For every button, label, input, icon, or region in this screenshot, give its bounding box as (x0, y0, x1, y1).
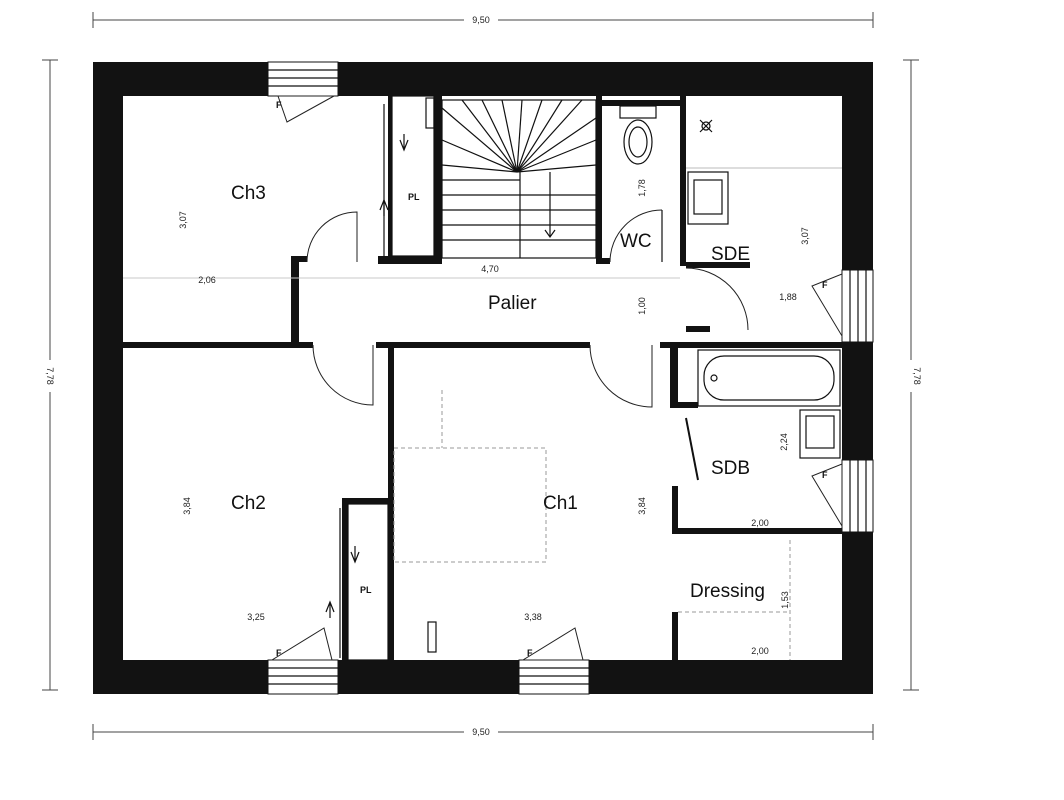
window-f-sdb: F (822, 470, 828, 480)
closet-label-bottom: PL (360, 585, 372, 595)
interior-walls (123, 96, 842, 660)
room-label-wc: WC (620, 231, 652, 252)
dim-ch1-height: 3,84 (637, 497, 647, 515)
window-f-ch3: F (276, 100, 282, 110)
overall-width-bottom-label: 9,50 (472, 727, 490, 737)
room-label-ch1: Ch1 (543, 493, 578, 514)
overall-width-top-label: 9,50 (472, 15, 490, 25)
exterior-walls (93, 62, 873, 694)
room-dimensions: 3,07 2,06 4,70 1,00 1,78 3,07 1,88 3,84 … (123, 179, 810, 656)
overall-height-right-label: 7,78 (912, 367, 922, 385)
fixtures (393, 105, 842, 660)
dim-sdb-height: 2,24 (779, 433, 789, 451)
dim-dressing-width: 2,00 (751, 646, 769, 656)
staircase (441, 99, 597, 259)
dim-ch2-height: 3,84 (182, 497, 192, 515)
dim-sde-width: 1,88 (779, 292, 797, 302)
dim-palier-width: 4,70 (481, 264, 499, 274)
dim-ch2-width: 3,25 (247, 612, 265, 622)
overall-dimensions: 9,50 9,50 7,78 7,78 (42, 12, 922, 740)
dim-dressing-height: 1,53 (780, 591, 790, 609)
dim-ch1-width: 3,38 (524, 612, 542, 622)
overall-height-left-label: 7,78 (45, 367, 55, 385)
dim-sdb-width: 2,00 (751, 518, 769, 528)
dim-sde-height: 3,07 (800, 227, 810, 245)
dim-palier-height: 1,00 (637, 297, 647, 315)
window-f-sde: F (822, 280, 828, 290)
windows: F F F F F (267, 61, 874, 695)
room-labels: Ch3 Ch2 Ch1 Palier WC SDE SDB Dressing P… (231, 183, 765, 602)
window-f-ch2: F (276, 648, 282, 658)
room-label-ch3: Ch3 (231, 183, 266, 204)
dim-ch3-width: 2,06 (198, 275, 216, 285)
doors (306, 95, 749, 661)
closet-label-top: PL (408, 192, 420, 202)
dim-wc-height: 1,78 (637, 179, 647, 197)
dim-ch3-height: 3,07 (178, 211, 188, 229)
room-label-palier: Palier (488, 293, 537, 314)
room-label-sdb: SDB (711, 458, 750, 479)
room-label-ch2: Ch2 (231, 493, 266, 514)
window-f-ch1: F (527, 648, 533, 658)
room-label-sde: SDE (711, 244, 750, 265)
room-label-dressing: Dressing (690, 581, 765, 602)
